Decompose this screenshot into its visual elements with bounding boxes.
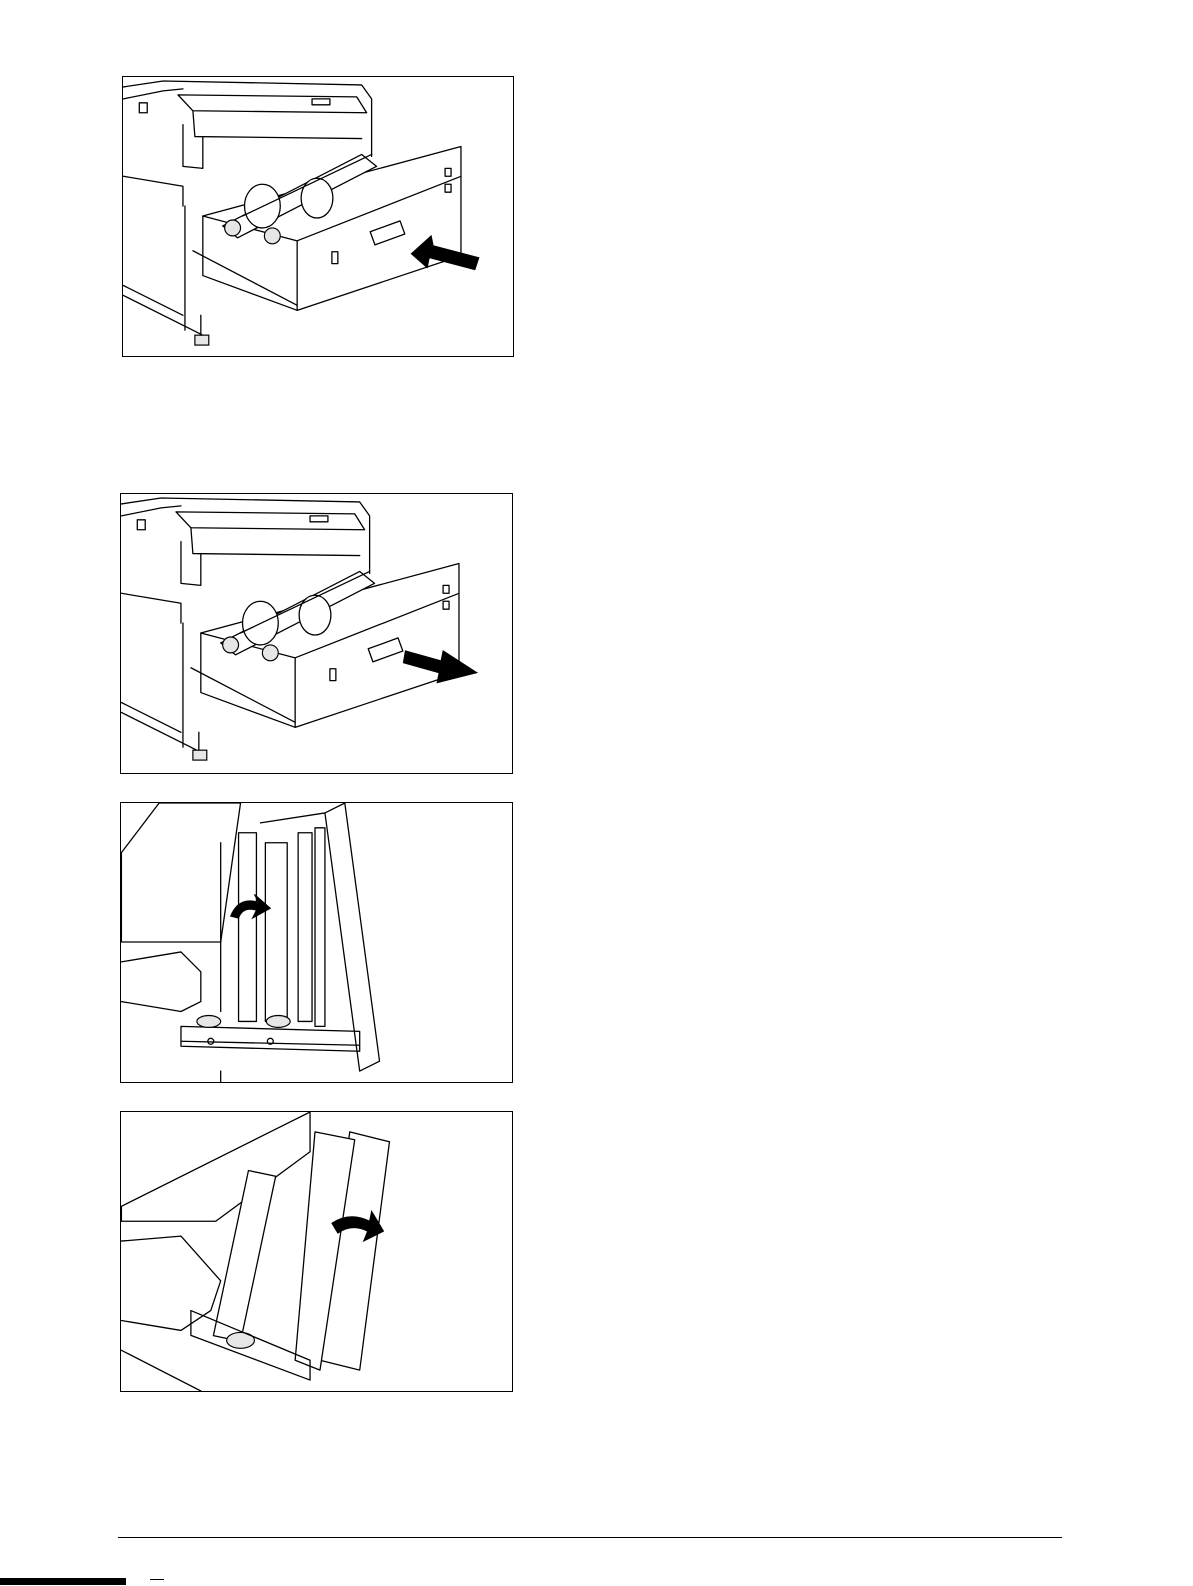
roll-lift-drawing [121, 803, 512, 1082]
drawer-push-drawing [123, 77, 513, 356]
footer-mark [0, 1578, 126, 1585]
drawer-pull-drawing [121, 494, 512, 773]
footer-rule [118, 1537, 1062, 1538]
drawer-push-illustration [122, 76, 514, 357]
roll-lift-illustration [120, 802, 513, 1083]
cover-open-drawing [121, 1112, 512, 1391]
drawer-pull-illustration [120, 493, 513, 774]
cover-open-illustration [120, 1111, 513, 1392]
